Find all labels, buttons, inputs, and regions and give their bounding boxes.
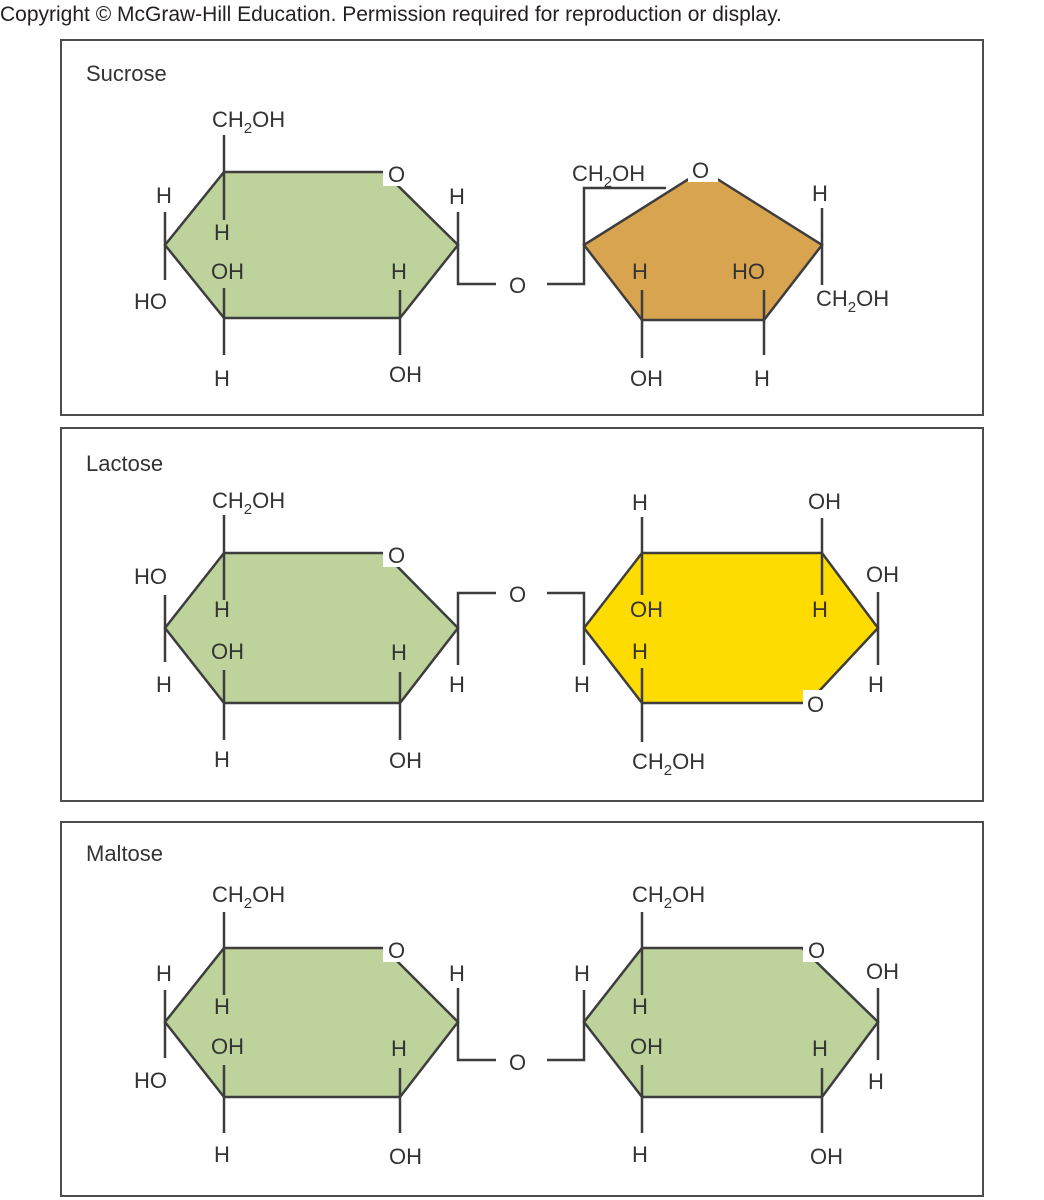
- label-oh: OH: [389, 362, 422, 387]
- panel-maltose: Maltose O CH2OH H H OH HO H H OH H: [60, 821, 984, 1197]
- fructose-ring: O CH2OH H HO OH H H CH2OH: [572, 158, 889, 391]
- ring-oxygen: O: [808, 938, 825, 963]
- label-h: H: [868, 672, 884, 697]
- label-h: H: [574, 961, 590, 986]
- label-h: H: [214, 366, 230, 391]
- ring-oxygen: O: [388, 162, 405, 187]
- panel-title: Lactose: [86, 451, 163, 476]
- ring-oxygen: O: [388, 543, 405, 568]
- label-h: H: [632, 490, 648, 515]
- label-h: H: [391, 640, 407, 665]
- label-oh: OH: [389, 748, 422, 773]
- label-h: H: [214, 597, 230, 622]
- glycosidic-bond: O: [456, 1022, 586, 1075]
- label-ch2oh: CH2OH: [212, 107, 285, 137]
- label-h: H: [391, 259, 407, 284]
- label-h: H: [214, 220, 230, 245]
- label-ch2oh: CH2OH: [572, 161, 645, 191]
- label-h: H: [812, 181, 828, 206]
- label-oh: OH: [211, 259, 244, 284]
- label-h: H: [574, 672, 590, 697]
- label-h: H: [156, 183, 172, 208]
- label-h: H: [214, 747, 230, 772]
- label-oh: OH: [866, 562, 899, 587]
- label-ch2oh: CH2OH: [632, 882, 705, 912]
- ring-oxygen: O: [692, 158, 709, 183]
- panel-title: Sucrose: [86, 61, 167, 86]
- label-h: H: [632, 639, 648, 664]
- label-h: H: [632, 1142, 648, 1167]
- glycosidic-bond: O: [456, 245, 586, 298]
- label-ch2oh: CH2OH: [212, 488, 285, 518]
- label-h: H: [449, 672, 465, 697]
- label-oh: OH: [808, 489, 841, 514]
- label-oh: OH: [810, 1144, 843, 1169]
- label-h: H: [449, 184, 465, 209]
- label-h: H: [812, 1036, 828, 1061]
- label-h: H: [449, 961, 465, 986]
- panel-sucrose: Sucrose O CH2OH H H HO OH H H OH H: [60, 39, 984, 416]
- label-h: H: [156, 672, 172, 697]
- label-oh: OH: [866, 959, 899, 984]
- label-ho: HO: [134, 564, 167, 589]
- label-ho: HO: [134, 289, 167, 314]
- label-ho: HO: [732, 259, 765, 284]
- bridge-oxygen: O: [509, 582, 526, 607]
- label-ch2oh: CH2OH: [816, 286, 889, 316]
- ring-oxygen: O: [807, 692, 824, 717]
- panel-lactose: Lactose O CH2OH HO H OH H H H OH H: [60, 427, 984, 802]
- label-h: H: [391, 1036, 407, 1061]
- glucose-ring: O CH2OH H H HO OH H H OH H: [134, 107, 465, 391]
- label-ch2oh: CH2OH: [632, 749, 705, 779]
- bridge-oxygen: O: [509, 273, 526, 298]
- copyright-notice: Copyright © McGraw-Hill Education. Permi…: [0, 3, 782, 26]
- label-oh: OH: [211, 1034, 244, 1059]
- label-h: H: [214, 1142, 230, 1167]
- bridge-oxygen: O: [509, 1050, 526, 1075]
- label-oh: OH: [630, 366, 663, 391]
- label-h: H: [156, 961, 172, 986]
- glucose-ring-right: O H OH OH OH H H H H CH2OH: [574, 489, 899, 779]
- label-ho: HO: [134, 1068, 167, 1093]
- ring-oxygen: O: [388, 938, 405, 963]
- label-oh: OH: [630, 597, 663, 622]
- label-h: H: [632, 994, 648, 1019]
- label-oh: OH: [630, 1034, 663, 1059]
- label-h: H: [812, 597, 828, 622]
- label-h: H: [214, 994, 230, 1019]
- galactose-ring-left: O CH2OH HO H OH H H H OH H: [134, 488, 465, 773]
- glucose-ring-left: O CH2OH H H OH HO H H OH H: [134, 882, 465, 1169]
- label-h: H: [632, 259, 648, 284]
- glucose-ring-right: O CH2OH H H OH H H OH OH H: [574, 882, 899, 1169]
- label-oh: OH: [389, 1144, 422, 1169]
- label-oh: OH: [211, 639, 244, 664]
- glycosidic-bond: O: [456, 582, 586, 628]
- panel-title: Maltose: [86, 841, 163, 866]
- label-ch2oh: CH2OH: [212, 882, 285, 912]
- label-h: H: [868, 1069, 884, 1094]
- label-h: H: [754, 366, 770, 391]
